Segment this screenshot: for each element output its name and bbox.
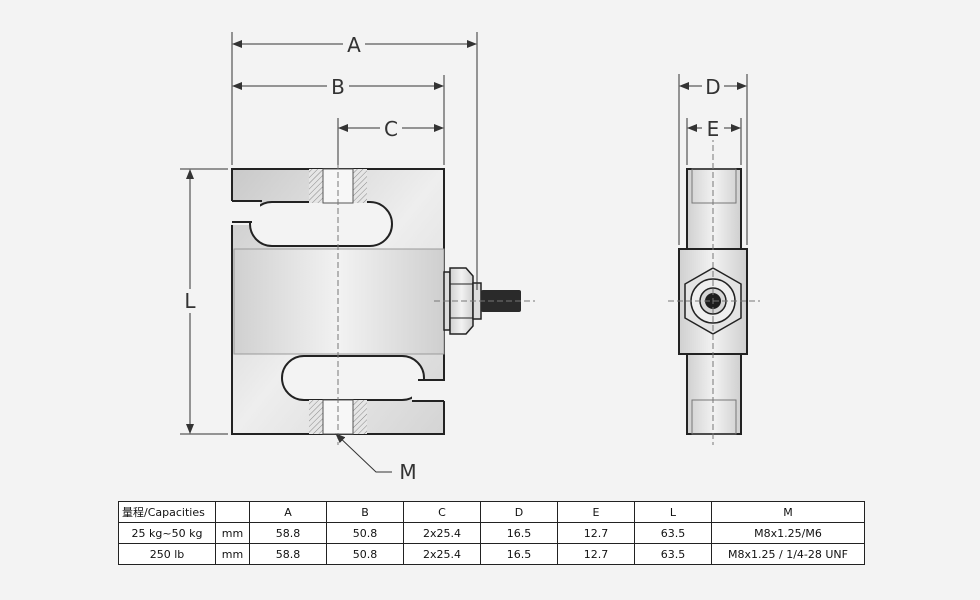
top-slot-oval bbox=[249, 201, 393, 247]
cell-D: 16.5 bbox=[480, 522, 558, 544]
cell-A: 58.8 bbox=[249, 522, 327, 544]
spec-table: 量程/Capacities A B C D E L M 25 kg~50 kg … bbox=[118, 501, 865, 565]
cell-C: 2x25.4 bbox=[403, 522, 481, 544]
cell-M: M8x1.25 / 1/4-28 UNF bbox=[711, 543, 865, 565]
cell-L: 63.5 bbox=[634, 522, 712, 544]
cell-A: 58.8 bbox=[249, 543, 327, 565]
dim-D-label: D bbox=[705, 75, 720, 99]
front-view bbox=[230, 118, 535, 445]
cell-C: 2x25.4 bbox=[403, 543, 481, 565]
dim-L-label: L bbox=[184, 289, 196, 313]
cell-unit: mm bbox=[215, 543, 250, 565]
dim-M-leader bbox=[335, 433, 392, 473]
header-unit bbox=[215, 501, 250, 523]
header-B: B bbox=[326, 501, 404, 523]
cell-B: 50.8 bbox=[326, 522, 404, 544]
top-slot-channel bbox=[230, 202, 260, 222]
dim-M-label: M bbox=[399, 460, 416, 484]
cell-E: 12.7 bbox=[557, 543, 635, 565]
cell-M: M8x1.25/M6 bbox=[711, 522, 865, 544]
bottom-slot-oval bbox=[281, 355, 425, 401]
cell-D: 16.5 bbox=[480, 543, 558, 565]
side-bottom-block bbox=[686, 353, 742, 435]
cell-unit: mm bbox=[215, 522, 250, 544]
header-M: M bbox=[711, 501, 865, 523]
dim-C-label: C bbox=[384, 117, 398, 141]
cell-L: 63.5 bbox=[634, 543, 712, 565]
side-view bbox=[668, 118, 760, 445]
side-top-block bbox=[686, 168, 742, 250]
header-C: C bbox=[403, 501, 481, 523]
cell-capacity: 25 kg~50 kg bbox=[118, 522, 216, 544]
header-L: L bbox=[634, 501, 712, 523]
header-E: E bbox=[557, 501, 635, 523]
table-row: 250 lb mm 58.8 50.8 2x25.4 16.5 12.7 63.… bbox=[118, 543, 865, 565]
header-A: A bbox=[249, 501, 327, 523]
load-cell-drawing: A B C L M D E bbox=[179, 32, 760, 484]
dim-A-label: A bbox=[347, 33, 361, 57]
table-row: 25 kg~50 kg mm 58.8 50.8 2x25.4 16.5 12.… bbox=[118, 522, 865, 544]
header-D: D bbox=[480, 501, 558, 523]
header-capacities: 量程/Capacities bbox=[118, 501, 216, 523]
dim-B-label: B bbox=[331, 75, 345, 99]
table-header-row: 量程/Capacities A B C D E L M bbox=[118, 501, 865, 523]
side-bottom-inner bbox=[691, 399, 737, 435]
cell-E: 12.7 bbox=[557, 522, 635, 544]
cell-B: 50.8 bbox=[326, 543, 404, 565]
dim-E-label: E bbox=[707, 117, 720, 141]
side-top-inner bbox=[691, 168, 737, 204]
bottom-slot-channel bbox=[412, 381, 446, 401]
gauge-area bbox=[233, 248, 445, 355]
cell-capacity: 250 lb bbox=[118, 543, 216, 565]
